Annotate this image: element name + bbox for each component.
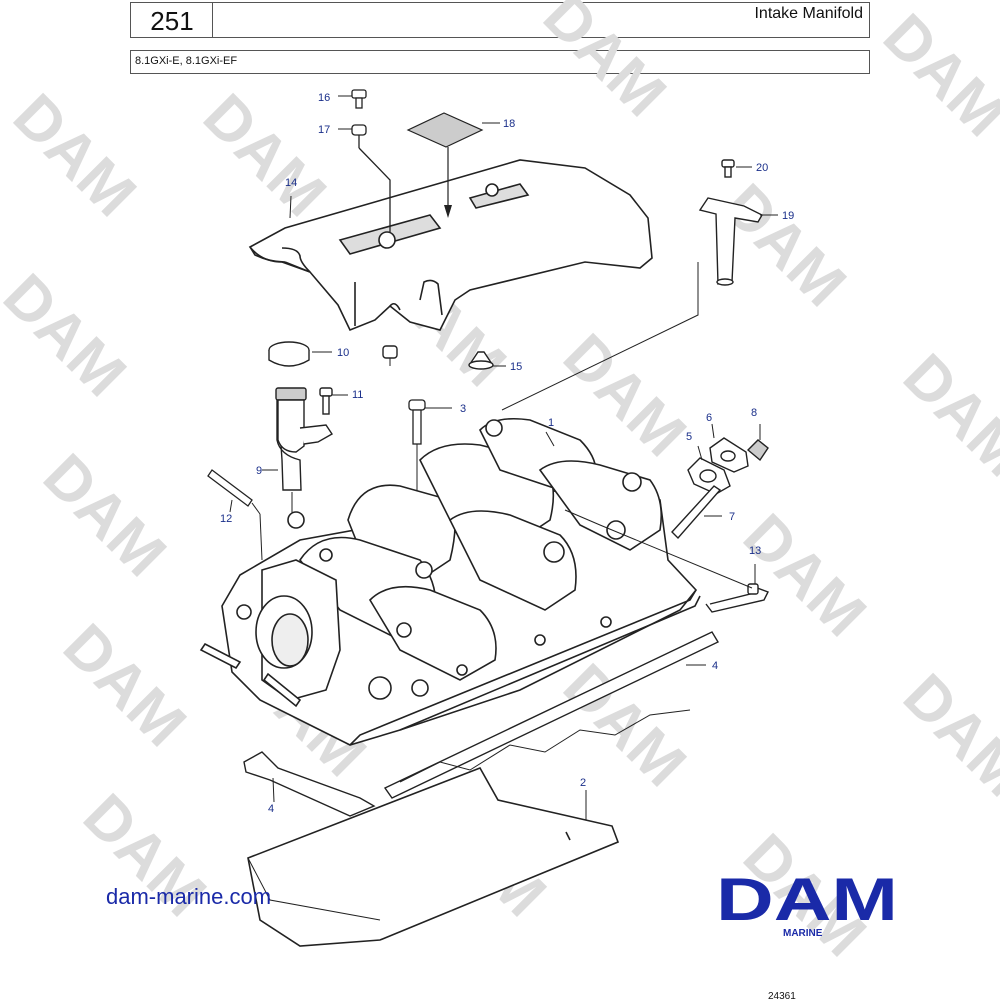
hose-part: [564, 509, 769, 613]
callout-label: 9: [256, 465, 262, 477]
bolt-part: [351, 89, 391, 232]
callout-label: 8: [751, 407, 757, 419]
brand-subtitle: MARINE: [783, 928, 823, 939]
page-number-box: 251: [130, 2, 214, 38]
title-box: Intake Manifold: [212, 2, 870, 38]
watermark: DAM: [890, 341, 1000, 490]
callout-label: 2: [580, 777, 586, 789]
callout-label: 1: [548, 417, 554, 429]
model-list: 8.1GXi-E, 8.1GXi-EF: [135, 55, 238, 67]
leader-lines: [229, 95, 778, 820]
watermark: DAM: [50, 611, 199, 760]
callout-label: 6: [706, 412, 712, 424]
website-link[interactable]: dam-marine.com: [106, 884, 272, 909]
watermark: DAM: [0, 261, 139, 410]
manifold-gasket-part: [243, 751, 376, 817]
callout-label: 20: [756, 162, 768, 174]
callout-label: 10: [337, 347, 349, 359]
watermark: DAM: [190, 81, 339, 230]
gasket-part: [671, 423, 769, 540]
oil-filler-part: [268, 341, 333, 520]
callout-label: 16: [318, 92, 330, 104]
grommet-part: [382, 345, 494, 370]
figure-number: 24361: [768, 991, 796, 1002]
callout-label: 15: [510, 361, 522, 373]
page-title: Intake Manifold: [754, 5, 863, 22]
callout-label: 4: [712, 660, 718, 672]
bracket-part: [501, 159, 763, 411]
dam-marine-logo: DAM: [716, 866, 898, 933]
callout-label: 7: [729, 511, 735, 523]
manifold-gasket-part: [383, 631, 719, 799]
callout-label: 11: [352, 389, 363, 401]
watermark: DAM: [530, 0, 679, 130]
label-plate-part: [406, 112, 484, 218]
callout-label: 14: [285, 177, 297, 189]
engine-cover-part: [248, 159, 653, 332]
callout-label: 12: [220, 513, 232, 525]
callout-label: 17: [318, 124, 330, 136]
brand-logo-text: DAM: [716, 866, 898, 933]
callout-label: 18: [503, 118, 515, 130]
callout-label: 5: [686, 431, 692, 443]
callout-label: 13: [749, 545, 761, 557]
intake-manifold-part: [199, 417, 701, 746]
callout-labels: 1 2 3 4 4 5 6 7 8 9 10 11 12 13 14 15 16…: [220, 92, 794, 815]
callout-label: 4: [268, 803, 274, 815]
watermark: DAM: [730, 501, 879, 650]
valley-pan-part: [247, 767, 620, 947]
watermark: DAM: [890, 661, 1000, 810]
callout-label: 3: [460, 403, 466, 415]
models-box: 8.1GXi-E, 8.1GXi-EF: [130, 50, 870, 74]
watermark: DAM: [870, 1, 1000, 150]
stud-part: [207, 469, 263, 561]
page-number: 251: [150, 6, 194, 36]
watermark: DAM: [0, 81, 149, 230]
callout-label: 19: [782, 210, 794, 222]
watermark: DAM: [30, 441, 179, 590]
